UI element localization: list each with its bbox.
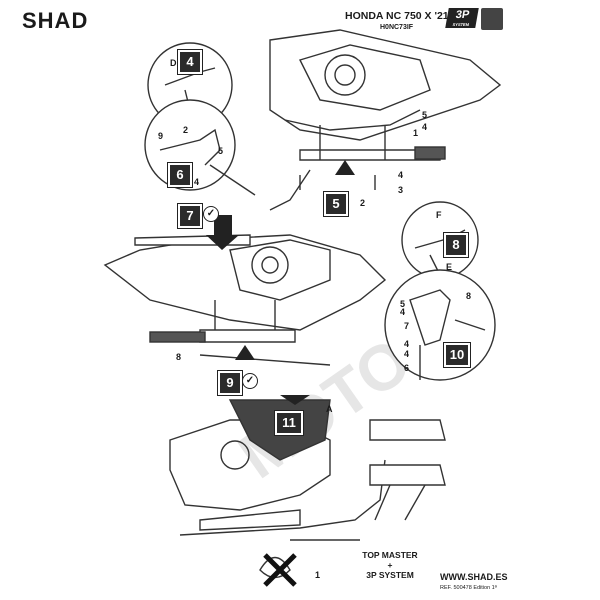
label-e: E bbox=[446, 262, 453, 272]
part-1-bottom: 1 bbox=[315, 570, 321, 580]
part-4-right-b: 4 bbox=[404, 339, 410, 349]
product-name: TOP MASTER + 3P SYSTEM bbox=[350, 550, 430, 580]
model-title: HONDA NC 750 X '21- bbox=[345, 10, 453, 22]
part-4-top: 4 bbox=[422, 122, 428, 132]
part-5-top: 5 bbox=[422, 110, 428, 120]
step-6-badge: 6 bbox=[168, 163, 192, 187]
product-line-1: TOP MASTER bbox=[362, 550, 418, 560]
part-4-right: 4 bbox=[400, 307, 406, 317]
moto-badge-icon bbox=[481, 8, 503, 30]
step-5-badge: 5 bbox=[324, 192, 348, 216]
step-4-badge: 4 bbox=[178, 50, 202, 74]
part-9-detail: 9 bbox=[158, 131, 164, 141]
product-plus: + bbox=[387, 560, 393, 570]
part-4-detail: 4 bbox=[194, 177, 200, 187]
step-10-badge: 10 bbox=[444, 343, 470, 367]
part-7-right: 7 bbox=[404, 321, 410, 331]
part-8-mid: 8 bbox=[176, 352, 182, 362]
step-11-badge: 11 bbox=[275, 411, 303, 435]
brand-logo: SHAD bbox=[22, 8, 89, 33]
part-6-right: 6 bbox=[404, 363, 410, 373]
step-7-check-icon: ✓ bbox=[203, 206, 219, 222]
part-2-top: 2 bbox=[360, 198, 366, 208]
part-4-top-b: 4 bbox=[398, 170, 404, 180]
part-5-detail: 5 bbox=[218, 146, 224, 156]
part-8-right: 8 bbox=[466, 291, 472, 301]
step-9-check-icon: ✓ bbox=[242, 373, 258, 389]
label-a: A bbox=[326, 404, 333, 414]
step-8-badge: 8 bbox=[444, 233, 468, 257]
part-3-top: 3 bbox=[398, 185, 404, 195]
label-f: F bbox=[436, 210, 442, 220]
reference-edition: REF. 500478 Edition 1ª bbox=[440, 585, 497, 591]
part-2-detail: 2 bbox=[183, 125, 189, 135]
part-4-right-c: 4 bbox=[404, 349, 410, 359]
model-code: H0NC73IF bbox=[380, 24, 414, 31]
website-link[interactable]: WWW.SHAD.ES bbox=[440, 572, 508, 582]
part-1-top: 1 bbox=[413, 128, 419, 138]
product-line-2: 3P SYSTEM bbox=[366, 570, 414, 580]
step-9-badge: 9 bbox=[218, 371, 242, 395]
label-d: D bbox=[170, 58, 177, 68]
part-5-right: 5 bbox=[400, 299, 406, 309]
step-7-badge: 7 bbox=[178, 204, 202, 228]
